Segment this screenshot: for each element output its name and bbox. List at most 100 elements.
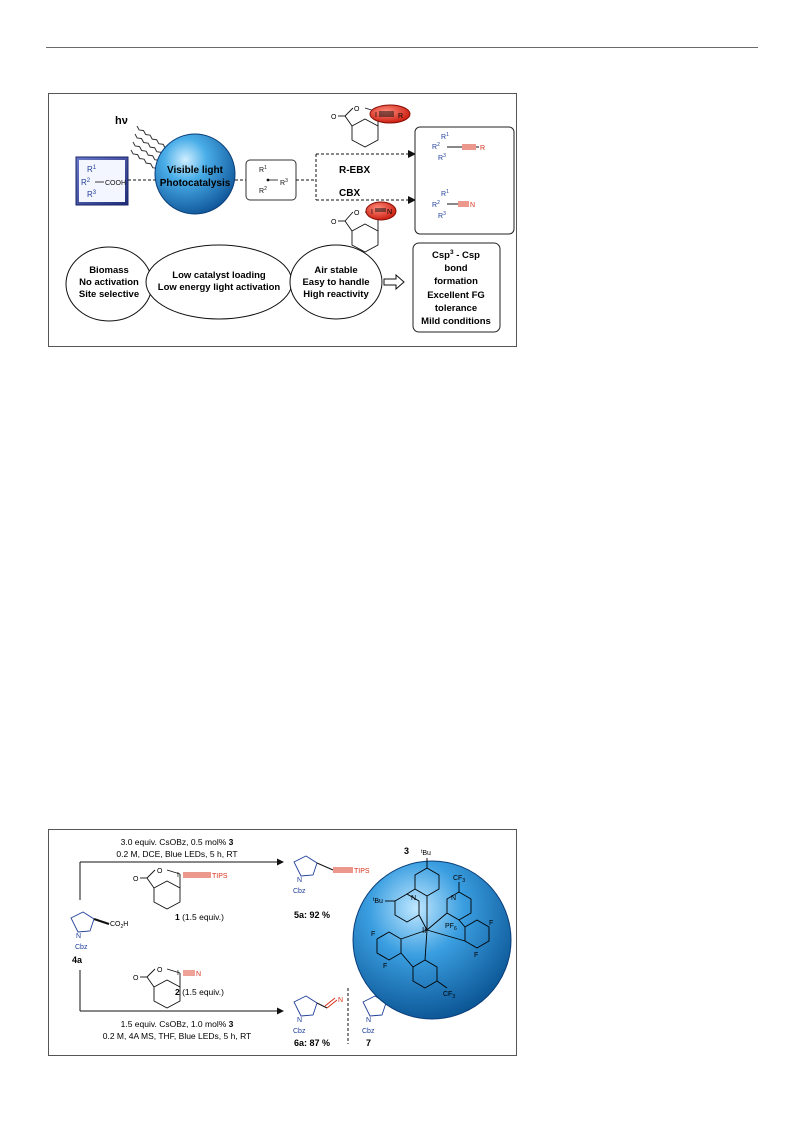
svg-text:O: O [133, 975, 139, 982]
svg-text:N: N [366, 1017, 371, 1024]
svg-text:Cbz: Cbz [362, 1028, 375, 1035]
svg-text:Ir: Ir [422, 926, 427, 935]
svg-text:N: N [297, 877, 302, 884]
ellipse1-line3: Site selective [79, 289, 139, 300]
svg-text:N: N [451, 895, 456, 902]
svg-text:O: O [354, 106, 360, 113]
compound-7-label: 7 [366, 1038, 371, 1048]
svg-text:O: O [354, 210, 360, 217]
reagent-1-label: 1 (1.5 equiv.) [175, 912, 224, 922]
svg-text:3: 3 [404, 846, 409, 856]
outcome-line6: Mild conditions [421, 316, 491, 327]
figure-bottom-scheme: 3.0 equiv. CsOBz, 0.5 mol% 3 0.2 M, DCE,… [48, 829, 517, 1056]
svg-text:R: R [398, 113, 403, 120]
product-6a-structure [293, 995, 318, 1017]
svg-text:CF3: CF3 [453, 875, 465, 884]
svg-text:R1: R1 [441, 132, 449, 141]
product-5a-structure [293, 855, 318, 877]
svg-text:O: O [157, 868, 163, 875]
sphere-line1: Visible light [167, 165, 224, 176]
svg-text:F: F [489, 920, 493, 927]
svg-text:tBu: tBu [421, 849, 431, 857]
svg-text:F: F [371, 931, 375, 938]
ebx-label: R-EBX [339, 165, 370, 176]
ellipse-handling [289, 244, 383, 320]
svg-text:I: I [375, 112, 377, 119]
svg-text:R1: R1 [259, 165, 267, 174]
svg-text:N: N [297, 1017, 302, 1024]
svg-text:O: O [331, 114, 337, 121]
product-nitrile: R1 R2 R3 [432, 189, 449, 220]
svg-text:I: I [177, 872, 179, 879]
svg-text:Cbz: Cbz [293, 888, 306, 895]
svg-text:O: O [133, 876, 139, 883]
ellipse3-line3: High reactivity [303, 289, 369, 300]
products-box [414, 126, 515, 235]
ellipse2-line1: Low catalyst loading [172, 270, 266, 281]
ellipse3-line1: Air stable [314, 265, 357, 276]
svg-text:R: R [480, 145, 485, 152]
svg-text:O: O [331, 219, 337, 226]
svg-text:TIPS: TIPS [354, 868, 370, 875]
svg-text:R1: R1 [441, 189, 449, 198]
svg-text:tBu: tBu [373, 897, 383, 905]
top-scheme-drawing: hν R1 R2 R3 COOH Visible light Photocata… [65, 104, 515, 333]
svg-text:CF3: CF3 [443, 991, 455, 1000]
svg-text:F: F [474, 952, 478, 959]
svg-text:R2: R2 [432, 200, 440, 209]
svg-text:O: O [157, 967, 163, 974]
svg-text:N: N [470, 202, 475, 209]
svg-text:Cbz: Cbz [75, 944, 88, 951]
cond-top-line2: 0.2 M, DCE, Blue LEDs, 5 h, RT [116, 849, 237, 859]
svg-text:N: N [387, 209, 392, 216]
compound-7-structure [362, 995, 387, 1017]
bottom-scheme-drawing: 3.0 equiv. CsOBz, 0.5 mol% 3 0.2 M, DCE,… [70, 837, 512, 1048]
ellipse1-line1: Biomass [89, 265, 129, 276]
svg-text:N: N [411, 895, 416, 902]
figure-top-scheme: hν R1 R2 R3 COOH Visible light Photocata… [48, 93, 517, 347]
svg-text:PF6: PF6 [445, 923, 457, 932]
svg-text:Cbz: Cbz [293, 1028, 306, 1035]
svg-text:R3: R3 [438, 153, 446, 162]
catalyst-sphere [352, 860, 512, 1020]
svg-text:R2: R2 [432, 142, 440, 151]
cond-bot-line2: 0.2 M, 4A MS, THF, Blue LEDs, 5 h, RT [103, 1031, 252, 1041]
cbx-label: CBX [339, 188, 360, 199]
acid-cooh: COOH [105, 180, 126, 187]
reagent-2-structure [140, 968, 195, 1009]
outcome-line5: tolerance [435, 303, 477, 314]
ellipse2-line2: Low energy light activation [158, 282, 281, 293]
reagent-2-label: 2 (1.5 equiv.) [175, 987, 224, 997]
catalyst-structure [376, 858, 490, 989]
outcome-line2: bond [444, 263, 467, 274]
svg-text:CO2H: CO2H [110, 921, 128, 930]
product-5a-label: 5a: 92 % [294, 910, 330, 920]
svg-text:F: F [383, 963, 387, 970]
svg-text:N: N [338, 997, 343, 1004]
product-alkyne: R1 R2 R3 [432, 132, 449, 162]
svg-text:I: I [177, 970, 179, 977]
outcome-arrow [383, 273, 405, 291]
acid-structure: R1 R2 R3 [81, 165, 97, 199]
svg-text:R3: R3 [87, 190, 97, 199]
svg-text:R3: R3 [438, 211, 446, 220]
outcome-box [412, 242, 501, 333]
sphere-line2: Photocatalysis [160, 178, 231, 189]
photocatalysis-sphere [154, 133, 236, 215]
hv-label: hν [115, 115, 128, 127]
svg-text:I: I [371, 209, 373, 216]
ellipse1-line2: No activation [79, 277, 139, 288]
svg-text:R2: R2 [259, 186, 267, 195]
radical-structure: R1 R2 R3 [259, 165, 288, 195]
cond-bot-line1: 1.5 equiv. CsOBz, 1.0 mol% 3 [121, 1019, 234, 1029]
substrate-4a-structure [70, 911, 95, 933]
svg-text:N: N [196, 971, 201, 978]
svg-text:R2: R2 [81, 178, 91, 187]
outcome-line3: formation [434, 276, 478, 287]
svg-text:N: N [76, 933, 81, 940]
svg-text:TIPS: TIPS [212, 873, 228, 880]
reagent-1-structure [140, 869, 211, 910]
outcome-line4: Excellent FG [427, 290, 485, 301]
svg-text:R3: R3 [280, 178, 288, 187]
cond-top-line1: 3.0 equiv. CsOBz, 0.5 mol% 3 [121, 837, 234, 847]
